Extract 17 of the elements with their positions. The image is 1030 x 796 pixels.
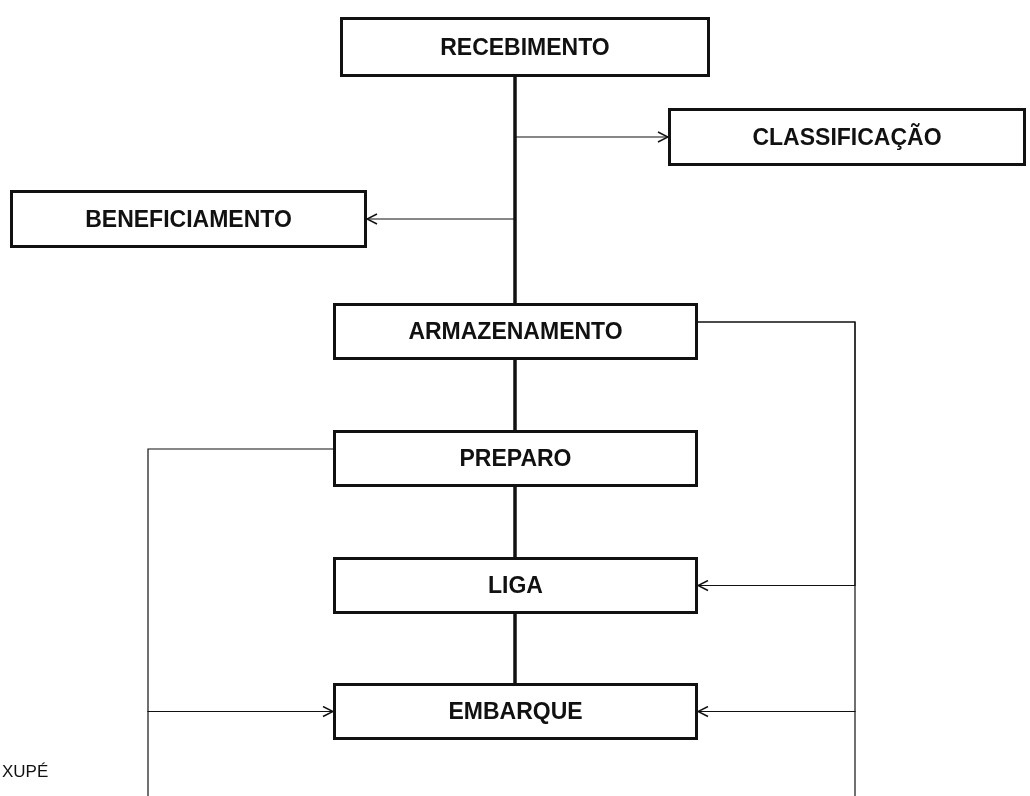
cut-off-note: XUPÉ xyxy=(2,762,49,782)
box-label: ARMAZENAMENTO xyxy=(408,318,623,345)
process-box xyxy=(333,683,698,740)
process-box xyxy=(10,190,367,248)
process-box xyxy=(333,557,698,614)
connector-arrow xyxy=(147,448,334,718)
process-box xyxy=(340,17,710,77)
process-box xyxy=(333,430,698,487)
box-label: CLASSIFICAÇÃO xyxy=(752,123,942,151)
box-label: RECEBIMENTO xyxy=(440,33,610,61)
process-box xyxy=(333,303,698,360)
connector-arrow xyxy=(697,321,856,718)
box-label: PREPARO xyxy=(459,445,572,472)
box-label: BENEFICIAMENTO xyxy=(85,205,292,233)
process-box xyxy=(668,108,1026,166)
box-label: EMBARQUE xyxy=(448,698,583,725)
box-label: LIGA xyxy=(488,572,543,599)
